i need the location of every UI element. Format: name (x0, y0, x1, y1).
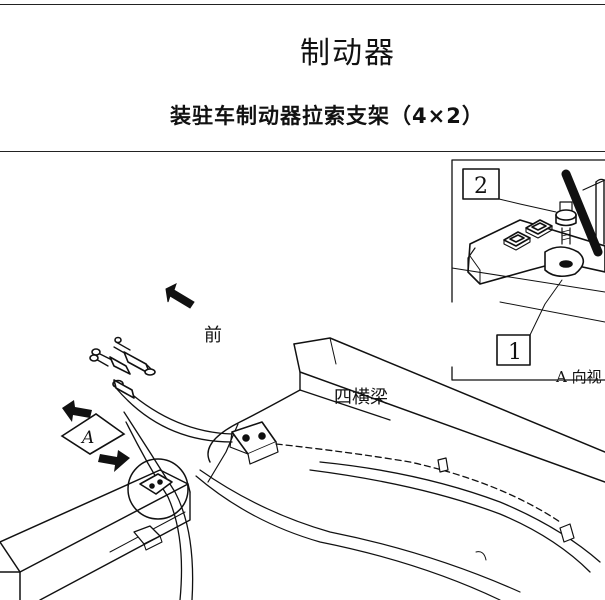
front-arrow-icon (165, 283, 195, 309)
illustration: 前 四横梁 A 2 1 A 向视 (0, 152, 605, 600)
front-label: 前 (204, 325, 222, 346)
callout-2-label: 2 (474, 174, 488, 199)
inset-caption: A 向视 (555, 368, 602, 386)
header-divider (0, 151, 605, 152)
callout-2-box (462, 168, 500, 200)
inset-cable-dark (561, 169, 603, 257)
line-drawing: 前 四横梁 A 2 1 A 向视 (0, 159, 605, 600)
cable-clips (437, 457, 575, 561)
detail-circle (127, 458, 189, 520)
inset-bolt-head (555, 209, 577, 221)
crossmember-4 (207, 337, 605, 483)
view-a-tag-shape (60, 413, 126, 455)
crossmember-bracket (229, 421, 279, 465)
view-a-arrow-left-icon (62, 400, 92, 422)
procedure-subtitle: 装驻车制动器拉索支架（4×2） (170, 104, 484, 128)
section-title: 制动器 (300, 36, 396, 71)
top-divider (0, 4, 605, 5)
view-a-arrow-right-icon (98, 450, 130, 472)
cable-end-fittings (89, 336, 156, 399)
inset-detail-view (451, 159, 605, 381)
callout-1-box (496, 334, 531, 366)
view-a-tag-label: A (80, 428, 94, 448)
inset-frame (451, 159, 605, 381)
callout-1-label: 1 (508, 340, 522, 365)
crossmember-label: 四横梁 (334, 387, 388, 408)
lower-bracket (133, 525, 161, 545)
